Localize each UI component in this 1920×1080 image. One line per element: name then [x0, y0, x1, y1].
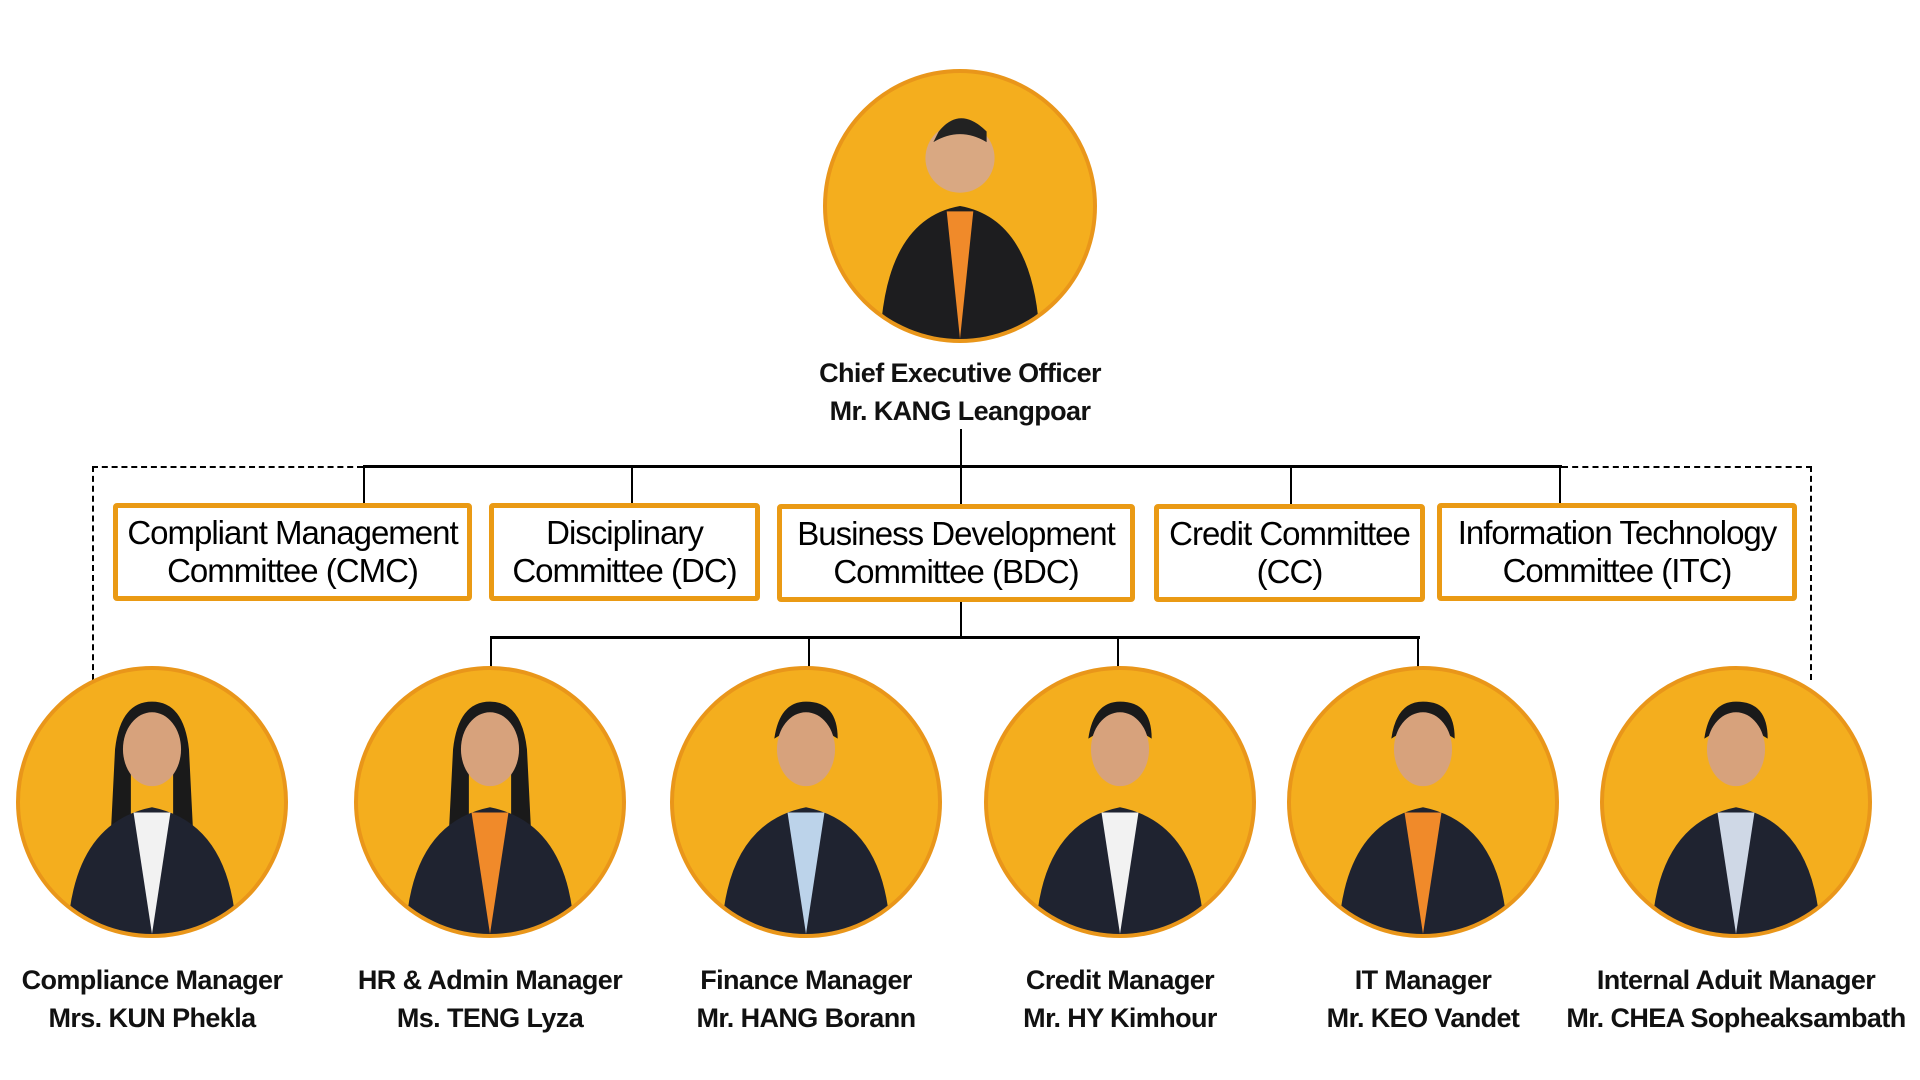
person-silhouette-icon [67, 701, 237, 934]
manager-bus [490, 636, 1420, 639]
ceo-connector [960, 429, 962, 467]
drop-hr [490, 637, 492, 669]
committee-line2: (CC) [1256, 553, 1324, 590]
manager-photo [354, 666, 626, 938]
manager-photo [670, 666, 942, 938]
person-silhouette-icon [880, 118, 1040, 339]
manager-title: HR & Admin Manager [357, 965, 623, 995]
drop-it [1417, 637, 1419, 669]
dashed-drop-right [1810, 466, 1812, 680]
committee-bdc: Business Development Committee (BDC) [777, 504, 1135, 602]
dashed-drop-left [92, 466, 94, 680]
committee-line2: Committee (ITC) [1502, 552, 1733, 589]
committee-cc: Credit Committee (CC) [1154, 504, 1425, 602]
ceo-title: Chief Executive Officer [819, 358, 1101, 388]
committee-line1: Disciplinary [546, 514, 704, 551]
manager-photo [16, 666, 288, 938]
manager-title: Finance Manager [700, 965, 912, 995]
committee-line1: Information Technology [1457, 514, 1778, 551]
manager-photo [1287, 666, 1559, 938]
person-silhouette-icon [1651, 701, 1821, 934]
committee-line1: Business Development [797, 515, 1116, 552]
drop-cc [1290, 466, 1292, 504]
person-silhouette-icon [721, 701, 891, 934]
manager-name: Ms. TENG Lyza [396, 1003, 584, 1033]
manager-name: Mrs. KUN Phekla [48, 1003, 256, 1033]
committee-bus [363, 465, 1562, 468]
manager-photo [984, 666, 1256, 938]
dashed-bus-right [1562, 466, 1812, 468]
committee-line2: Committee (DC) [512, 552, 737, 589]
drop-bdc [960, 466, 962, 504]
person-silhouette-icon [405, 701, 575, 934]
manager-title: Internal Aduit Manager [1596, 965, 1876, 995]
person-silhouette-icon [1338, 701, 1508, 934]
manager-name: Mr. HY Kimhour [1023, 1003, 1217, 1033]
drop-itc [1559, 466, 1561, 504]
committee-line2: Committee (CMC) [167, 552, 419, 589]
bdc-connector [960, 600, 962, 638]
ceo-photo [823, 69, 1097, 343]
committee-line1: Compliant Management [127, 514, 458, 551]
dashed-bus-left [92, 466, 363, 468]
drop-credit [1117, 637, 1119, 669]
manager-photo [1600, 666, 1872, 938]
person-silhouette-icon [1035, 701, 1205, 934]
manager-title: Credit Manager [1025, 965, 1215, 995]
manager-name: Mr. KEO Vandet [1326, 1003, 1520, 1033]
manager-name: Mr. CHEA Sopheaksambath [1566, 1003, 1906, 1033]
drop-cmc [363, 466, 365, 504]
drop-finance [808, 637, 810, 669]
committee-cmc: Compliant Management Committee (CMC) [113, 503, 472, 601]
committee-dc: Disciplinary Committee (DC) [489, 503, 760, 601]
ceo-name: Mr. KANG Leangpoar [829, 396, 1091, 426]
manager-title: Compliance Manager [21, 965, 283, 995]
committee-itc: Information Technology Committee (ITC) [1437, 503, 1797, 601]
committee-line2: Committee (BDC) [833, 553, 1079, 590]
manager-title: IT Manager [1354, 965, 1492, 995]
drop-dc [631, 466, 633, 504]
committee-line1: Credit Committee [1169, 515, 1411, 552]
manager-name: Mr. HANG Borann [696, 1003, 916, 1033]
